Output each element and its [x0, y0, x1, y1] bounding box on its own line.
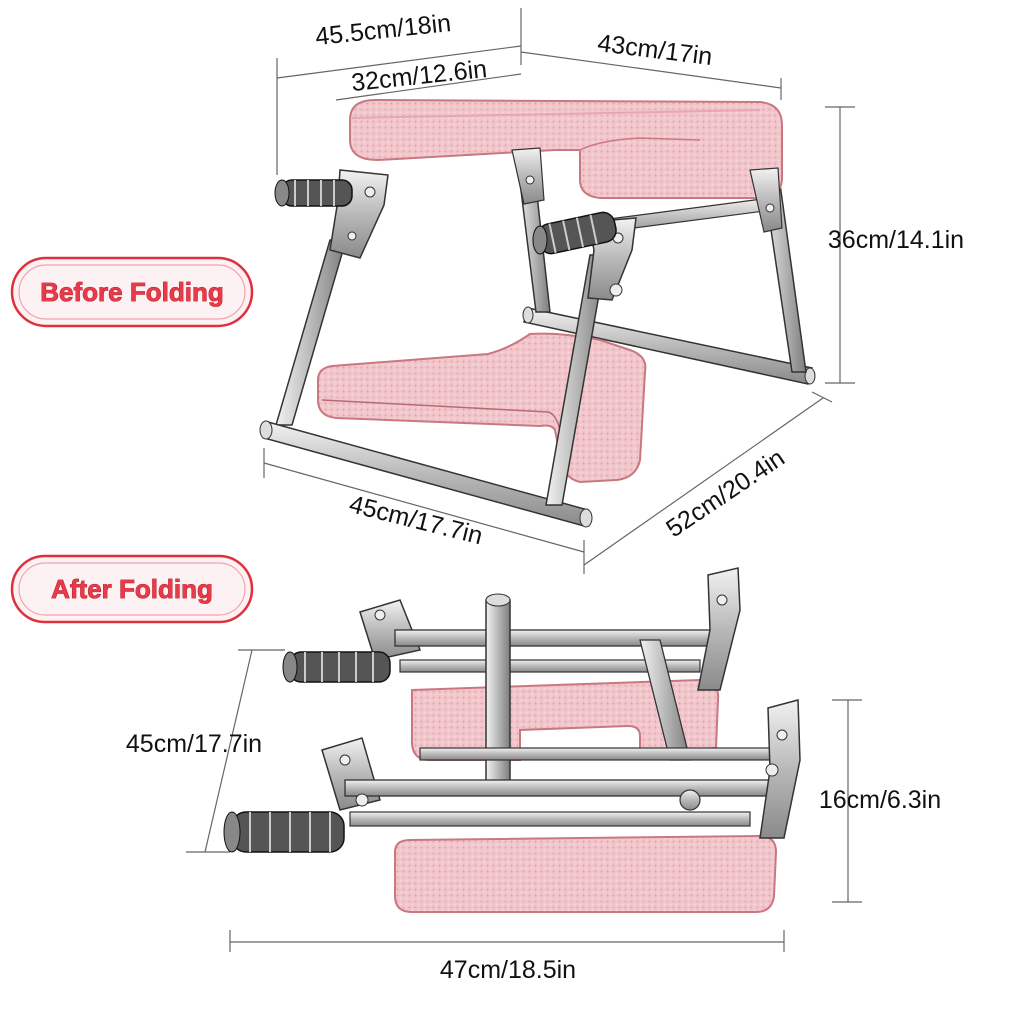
top-seat-cushion	[349, 98, 783, 199]
dim-folded-length: 47cm/18.5in	[440, 956, 576, 984]
folded-base-rail	[485, 593, 511, 797]
dim-top-width-outer: 45.5cm/18in	[314, 9, 452, 51]
after-folding-label: After Folding	[51, 574, 213, 604]
back-hinge	[511, 147, 783, 233]
dim-top-width-inner: 32cm/12.6in	[350, 55, 488, 97]
front-base-rail	[259, 420, 593, 528]
left-handle	[274, 179, 353, 207]
chair-folded	[223, 567, 801, 913]
dim-folded-width: 45cm/17.7in	[126, 730, 262, 758]
chair-unfolded	[259, 98, 816, 528]
folded-handle-back	[282, 651, 391, 683]
dim-base-width: 45cm/17.7in	[346, 490, 485, 550]
folded-frame-back	[359, 567, 741, 761]
before-folding-badge: Before Folding	[10, 256, 254, 328]
dim-base-depth: 52cm/20.4in	[661, 444, 790, 543]
dim-height-unfolded: 36cm/14.1in	[828, 226, 964, 254]
dim-folded-height: 16cm/6.3in	[819, 786, 941, 814]
after-folding-badge: After Folding	[10, 554, 254, 624]
back-base-rail	[522, 306, 816, 385]
folded-handle-front	[223, 811, 345, 853]
dimension-lines-folded	[186, 649, 862, 952]
folded-cushion-front	[394, 834, 778, 913]
folded-frame-front	[321, 699, 801, 839]
dimension-lines-unfolded	[263, 8, 855, 574]
right-handle	[532, 211, 617, 255]
before-folding-label: Before Folding	[40, 277, 223, 307]
